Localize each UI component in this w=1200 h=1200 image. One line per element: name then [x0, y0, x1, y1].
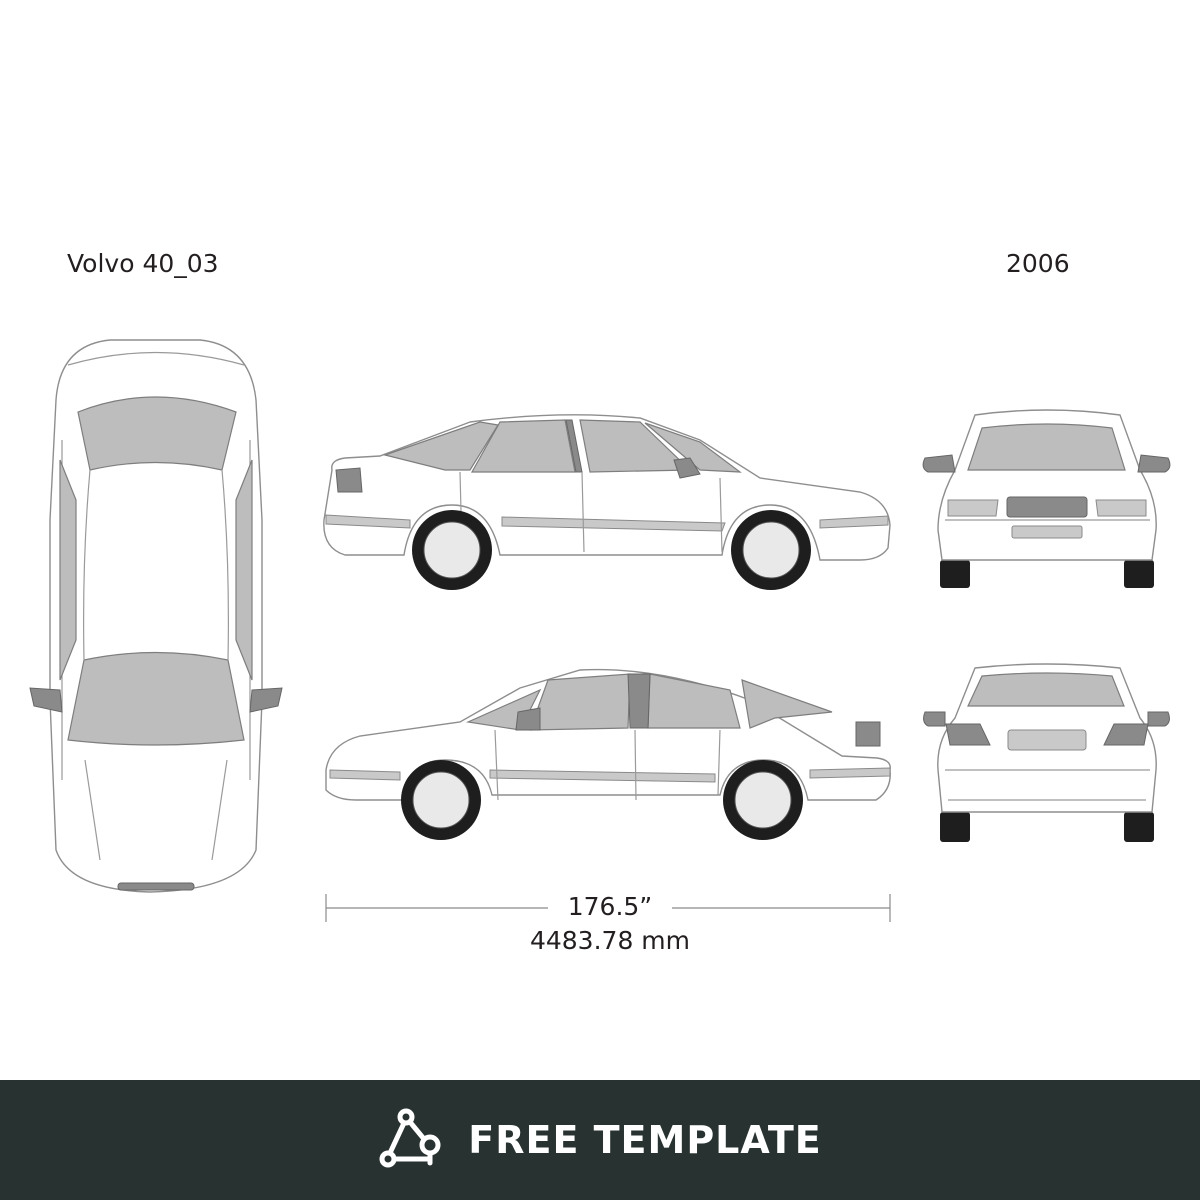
car-rear-view: [923, 663, 1170, 842]
length-mm-label: 4483.78 mm: [529, 926, 691, 955]
car-template-drawing: [29, 339, 1171, 922]
car-top-view: [29, 339, 283, 893]
footer-banner: FREE TEMPLATE: [0, 1080, 1200, 1200]
footer-label: FREE TEMPLATE: [468, 1118, 822, 1162]
car-side-view-right: [325, 668, 891, 840]
year-label: 2006: [1006, 249, 1070, 278]
triangle-nodes-icon: [378, 1107, 442, 1173]
length-inches-label: 176.5”: [567, 892, 653, 921]
dimension-line: [325, 894, 891, 922]
car-side-view-left: [323, 414, 891, 590]
car-front-view: [922, 409, 1171, 588]
model-label: Volvo 40_03: [67, 249, 219, 278]
